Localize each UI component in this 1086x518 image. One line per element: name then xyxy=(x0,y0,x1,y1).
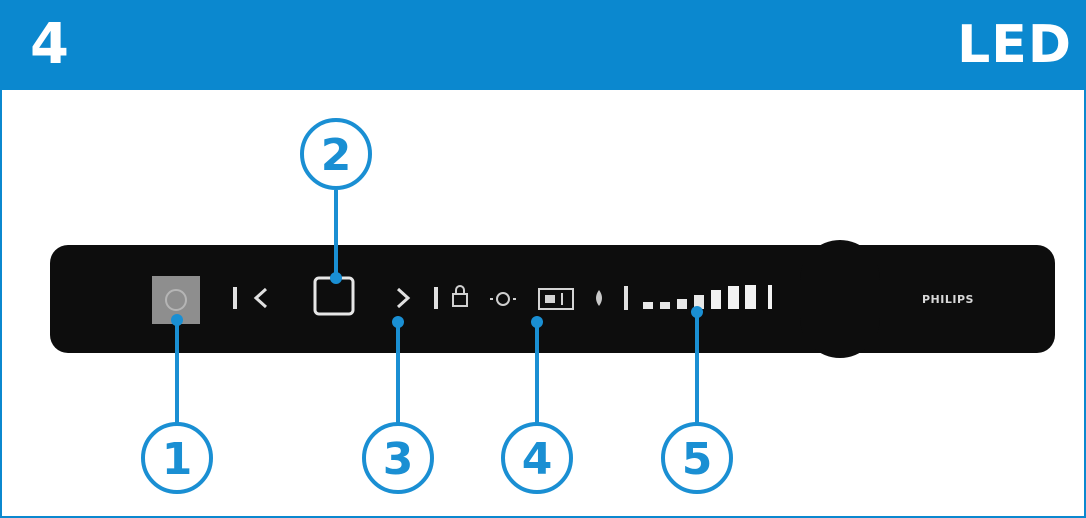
mode-indicator xyxy=(538,288,574,310)
section-title: LED xyxy=(957,15,1072,75)
separator-icon xyxy=(434,287,438,309)
callout-2: 2 xyxy=(300,118,372,190)
separator-icon xyxy=(624,286,628,310)
callout-5: 5 xyxy=(661,422,733,494)
svg-text:5: 5 xyxy=(682,434,713,485)
header-bar: 4 LED xyxy=(0,0,1086,90)
device-knob-bulge xyxy=(800,240,880,358)
device-diagram: PHILIPS 1 2 3 4 5 xyxy=(50,118,1055,494)
step-number: 4 xyxy=(30,12,69,77)
leader-dots xyxy=(171,272,703,328)
lock-icon xyxy=(452,285,468,307)
leader-lines xyxy=(175,190,699,430)
sun-icon xyxy=(490,292,516,306)
level-meter xyxy=(643,285,772,309)
callout-4: 4 xyxy=(501,422,573,494)
callout-3: 3 xyxy=(362,422,434,494)
callout-1: 1 xyxy=(141,422,213,494)
svg-text:4: 4 xyxy=(522,434,553,485)
brand-logo: PHILIPS xyxy=(922,293,974,306)
drop-icon xyxy=(596,290,602,306)
svg-text:2: 2 xyxy=(321,130,352,181)
svg-text:1: 1 xyxy=(162,434,193,485)
next-icon[interactable] xyxy=(396,287,411,309)
svg-text:3: 3 xyxy=(383,434,414,485)
prev-icon[interactable] xyxy=(233,287,268,309)
